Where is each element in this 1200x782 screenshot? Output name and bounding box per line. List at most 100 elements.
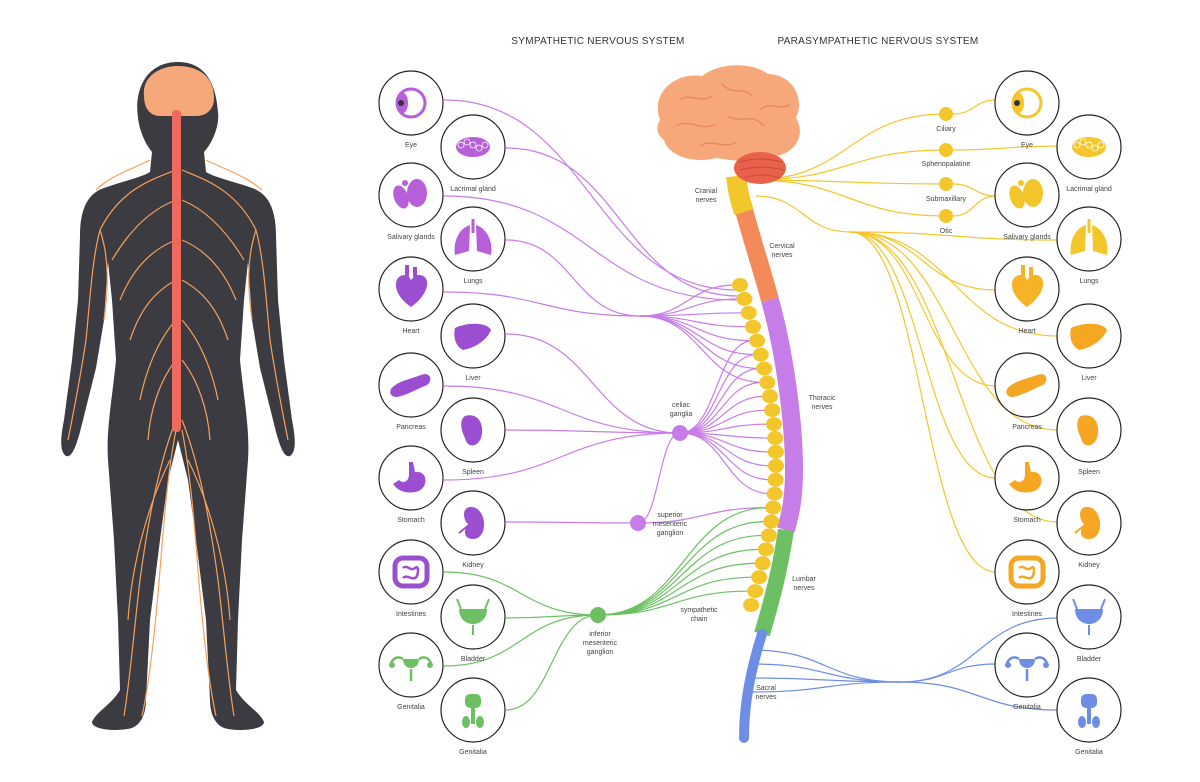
parasympathetic-ganglia: Ciliary Sphenopalatine Submaxillary Otic [922, 107, 971, 235]
nerve-line [751, 663, 901, 683]
nerve-line [751, 649, 901, 683]
nerve-line [849, 231, 1059, 337]
right-organ-label: Salivary glands [1003, 234, 1051, 241]
superior-mesenteric-label-2: mesenteric [653, 521, 688, 528]
nerve-line [899, 663, 997, 683]
sympathetic-heading: SYMPATHETIC NERVOUS SYSTEM [511, 36, 684, 47]
body-nerve-branch [147, 359, 177, 441]
nerve-line [443, 432, 681, 481]
sphenopalatine-ganglion-node [939, 143, 953, 157]
nerve-line [597, 590, 752, 616]
body-nerve-branch [119, 239, 177, 301]
superior-mesenteric-ganglion-node [630, 515, 646, 531]
stomach-icon [393, 462, 426, 493]
nerve-line [505, 521, 639, 524]
nerve-line [751, 677, 901, 683]
cranial-label-1: Cranial [695, 188, 718, 195]
chain-bead [736, 291, 753, 306]
cervical-label-2: nerves [771, 252, 793, 259]
organ-frame [1056, 206, 1122, 272]
lacrimal-gland-icon [456, 137, 490, 157]
body-nerve-branch [248, 229, 257, 321]
nerve-line [755, 195, 851, 233]
kidney-icon [1080, 507, 1101, 539]
left-organ-label: Eye [405, 142, 417, 149]
left-organ-4: Heart [378, 256, 444, 335]
nerve-line [637, 432, 681, 524]
body-nerve-branch [99, 229, 108, 321]
spleen-icon [461, 415, 483, 446]
nerve-line [505, 333, 681, 434]
stomach-icon [1009, 462, 1042, 493]
organ-frame [440, 206, 506, 272]
nerve-line [952, 99, 997, 115]
chain-bead [767, 444, 784, 459]
nerve-line [639, 315, 761, 370]
chain-bead [743, 598, 760, 612]
nerve-line [597, 534, 765, 616]
cranial-label-2: nerves [695, 197, 717, 204]
chain-bead [765, 417, 782, 432]
nerve-line [505, 239, 641, 317]
left-organ-5: Liver [440, 303, 506, 382]
nerve-line [849, 231, 997, 573]
right-organ-label: Lacrimal gland [1066, 186, 1112, 193]
sympathetic-chain [732, 278, 784, 612]
spinal-cord [172, 110, 181, 432]
submaxillary-ganglion-node [939, 177, 953, 191]
left-organ-label: Heart [402, 328, 419, 335]
chain-bead [740, 305, 757, 320]
nerve-lines [443, 99, 1059, 711]
left-organ-1: Lacrimal gland [440, 114, 506, 193]
nerve-line [679, 367, 761, 434]
chain-bead [754, 556, 771, 571]
lungs-icon [454, 225, 470, 255]
left-organ-11: Bladder [440, 584, 506, 663]
left-organ-label: Intestines [396, 611, 426, 618]
chain-bead [752, 347, 769, 362]
nerve-line [751, 113, 947, 181]
lumbar-segment [754, 528, 794, 637]
right-organ-4: Heart [994, 256, 1060, 335]
sympathetic-chain-label-2: chain [691, 616, 708, 623]
nerve-line [597, 548, 762, 616]
nerve-line [679, 395, 766, 434]
nerve-line [443, 99, 739, 291]
chain-bead [747, 584, 764, 599]
left-organ-label: Liver [465, 375, 481, 382]
parasympathetic-heading: PARASYMPATHETIC NERVOUS SYSTEM [777, 36, 978, 47]
inferior-mesenteric-ganglion-node [590, 607, 606, 623]
chain-bead [767, 472, 784, 487]
nerve-line [849, 231, 997, 387]
lumbar-label-2: nerves [793, 585, 815, 592]
right-organ-13: Genitalia [1056, 677, 1122, 756]
lumbar-label-1: Lumbar [792, 576, 816, 583]
cranial-segment [726, 174, 754, 216]
left-organ-label: Genitalia [459, 749, 487, 756]
otic-label: Otic [940, 228, 953, 235]
right-organ-10: Intestines [994, 539, 1060, 618]
cervical-segment [735, 207, 779, 303]
sacral-label-1: Sacral [756, 685, 776, 692]
thoracic-segment [761, 297, 804, 533]
liver-icon [454, 323, 491, 350]
nerve-line [505, 147, 739, 297]
otic-ganglion-node [939, 209, 953, 223]
left-organ-label: Genitalia [397, 704, 425, 711]
chain-bead [757, 542, 774, 557]
left-organ-12: Genitalia [378, 632, 444, 711]
bladder-icon [459, 609, 487, 624]
right-organ-label: Liver [1081, 375, 1097, 382]
inferior-mesenteric-label-2: mesenteric [583, 640, 618, 647]
female-genitalia-icon [1019, 659, 1035, 668]
lungs-icon [1070, 225, 1086, 255]
sphenopalatine-label: Sphenopalatine [922, 161, 971, 168]
liver-icon [1070, 323, 1107, 350]
chain-bead [767, 431, 784, 446]
right-organ-label: Heart [1018, 328, 1035, 335]
